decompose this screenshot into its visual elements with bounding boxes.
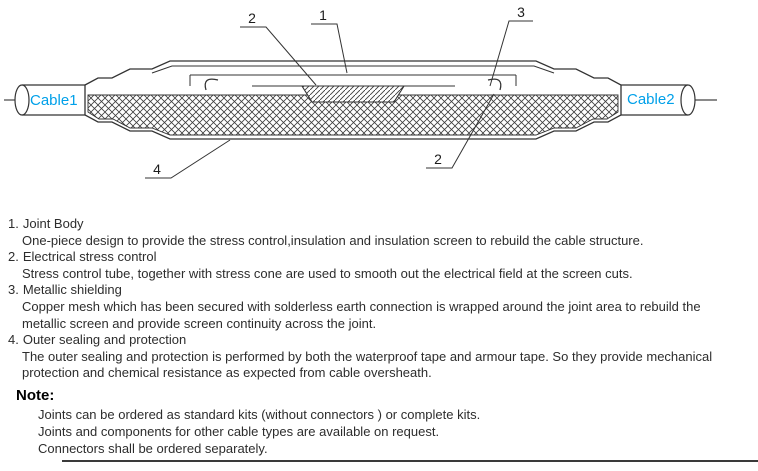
legend-item-3-title: 3.Metallic shielding — [8, 282, 758, 299]
cable1-label: Cable1 — [30, 92, 78, 109]
legend-item-2-number: 2. — [8, 249, 19, 265]
callout-3-top: 3 — [489, 4, 533, 87]
callout-2-top-leader — [240, 26, 317, 86]
callout-2-bottom: 2 — [426, 93, 495, 169]
note-line: Joints can be ordered as standard kits (… — [38, 406, 481, 422]
legend-item-4-description: protection and chemical resistance as ex… — [22, 365, 432, 381]
legend-item-1-number: 1. — [8, 216, 19, 231]
legend-item-1-title: 1.Joint Body — [8, 216, 758, 233]
connector-ferrule — [301, 85, 405, 103]
legend-item-2-title-text: Electrical stress control — [22, 249, 157, 265]
cable-joint-diagram: 2 1 3 4 2 Cable1 Cable2 — [4, 4, 717, 179]
legend-item-4-description: The outer sealing and protection is perf… — [22, 348, 713, 364]
stress-cone-right — [487, 78, 502, 91]
legend-item-1: 1.Joint Body One-piece design to provide… — [8, 216, 758, 249]
callout-3-top-label: 3 — [517, 4, 525, 20]
insulation-line — [189, 74, 517, 86]
legend-item-2: 2.Electrical stress control Stress contr… — [8, 249, 758, 282]
legend-item-2-description: Stress control tube, together with stres… — [22, 265, 633, 281]
cable2-label: Cable2 — [627, 91, 675, 108]
legend-item-3-description: metallic screen and provide screen conti… — [22, 315, 377, 331]
callout-2-bottom-leader — [426, 93, 495, 169]
callout-1-top-label: 1 — [319, 7, 327, 23]
note-line: Connectors shall be ordered separately. — [38, 441, 268, 457]
callout-2-top-label: 2 — [248, 10, 256, 26]
note-line: Joints and components for other cable ty… — [38, 424, 440, 440]
callout-2-top: 2 — [240, 10, 317, 86]
callout-1-top: 1 — [311, 7, 348, 74]
note-heading: Note: — [16, 386, 55, 404]
legend-item-4-number: 4. — [8, 332, 19, 348]
legend-item-4-title: 4.Outer sealing and protection — [8, 332, 758, 349]
right-cable — [608, 84, 696, 116]
legend-item-2-title: 2.Electrical stress control — [8, 249, 758, 266]
legend: 1.Joint Body One-piece design to provide… — [0, 203, 758, 458]
callout-4-bottom-leader — [145, 139, 231, 179]
callout-3-top-leader — [489, 20, 533, 87]
legend-item-3-number: 3. — [8, 282, 19, 298]
legend-item-3: 3.Metallic shielding Copper mesh which h… — [8, 282, 758, 332]
legend-item-1-description: One-piece design to provide the stress c… — [22, 232, 644, 248]
legend-item-3-description: Copper mesh which has been secured with … — [22, 298, 701, 314]
legend-item-1-title-text: Joint Body — [22, 216, 84, 231]
copper-mesh-band — [87, 94, 619, 136]
callout-4-bottom-label: 4 — [153, 161, 161, 177]
bottom-divider — [62, 460, 758, 462]
legend-item-3-title-text: Metallic shielding — [22, 282, 122, 298]
callout-2-bottom-label: 2 — [434, 151, 442, 167]
callout-4-bottom: 4 — [145, 139, 231, 179]
legend-item-4-title-text: Outer sealing and protection — [22, 332, 187, 348]
legend-item-4: 4.Outer sealing and protection The outer… — [8, 332, 758, 382]
note-section: Note: Joints can be ordered as standard … — [8, 386, 758, 458]
callout-1-top-leader — [311, 23, 348, 74]
stress-cone-left — [204, 78, 219, 91]
joint-body-outline — [151, 65, 555, 74]
